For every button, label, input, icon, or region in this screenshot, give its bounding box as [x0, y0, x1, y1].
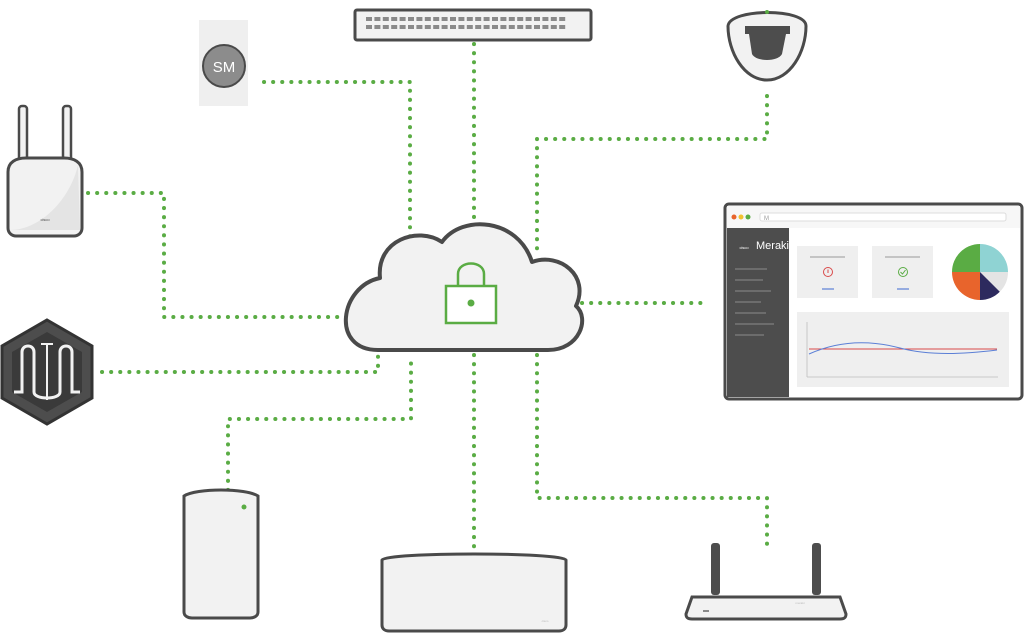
switch-port	[416, 17, 423, 21]
door-sensor-icon	[182, 488, 260, 620]
switch-port	[534, 25, 540, 29]
ok-card	[872, 246, 933, 298]
switch-port	[450, 17, 456, 21]
environmental-sensor-icon	[0, 318, 94, 426]
dashboard-url-bar	[759, 212, 1007, 222]
switch-port	[416, 25, 423, 29]
cellular-gateway-icon: cisco	[6, 104, 84, 238]
security-camera-icon	[726, 10, 808, 82]
systems-manager-icon: SM	[199, 20, 248, 106]
switch-port	[408, 17, 414, 21]
switch-port	[424, 25, 431, 29]
switch-port	[374, 25, 381, 29]
switch-port	[508, 25, 515, 29]
link-gateway	[86, 191, 350, 319]
switch-port	[492, 25, 498, 29]
switch-port	[433, 17, 440, 21]
switch-port	[475, 25, 482, 29]
switch-port	[408, 25, 414, 29]
switch-port	[483, 17, 490, 21]
switch-port	[441, 17, 448, 21]
switch-port	[374, 17, 381, 21]
link-sm	[262, 80, 412, 242]
switch-port	[483, 25, 490, 29]
router-brand-text: meraki	[795, 601, 804, 605]
switch-port	[366, 17, 372, 21]
link-camera	[535, 94, 769, 252]
switch-port	[382, 17, 389, 21]
switch-port	[559, 25, 566, 29]
switch-port	[433, 25, 440, 29]
switch-port	[391, 25, 398, 29]
switch-port	[492, 17, 498, 21]
switch-port	[500, 17, 507, 21]
check-icon	[898, 267, 908, 277]
switch-port	[517, 17, 524, 21]
switch-port	[458, 25, 465, 29]
switch-port	[458, 17, 465, 21]
switch-port	[466, 25, 473, 29]
lock-icon	[444, 262, 498, 325]
dashboard-url-text: M	[764, 216, 769, 222]
switch-port	[500, 25, 507, 29]
switch-port	[508, 17, 515, 21]
switch-port	[534, 17, 540, 21]
router-icon: meraki	[684, 543, 848, 621]
dashboard-brand-text: cisco	[739, 245, 749, 250]
switch-port	[559, 17, 566, 21]
dashboard-app-name: Meraki	[756, 240, 789, 252]
switch-port	[466, 17, 473, 21]
alert-icon	[823, 267, 833, 277]
gateway-brand-text: cisco	[40, 217, 50, 222]
switch-port	[382, 25, 389, 29]
dashboard-window: M cisco Meraki	[723, 202, 1024, 401]
switch-port	[450, 25, 456, 29]
connection-links	[86, 42, 769, 554]
switch-port	[475, 17, 482, 21]
switch-port	[550, 17, 557, 21]
switch-port	[550, 25, 557, 29]
trend-line-blue	[808, 342, 998, 355]
pie-chart	[952, 244, 1008, 300]
switch-port	[441, 25, 448, 29]
switch-port	[399, 25, 406, 29]
network-switch-icon	[353, 8, 593, 42]
switch-port	[525, 17, 532, 21]
switch-port	[399, 17, 406, 21]
switch-port	[391, 17, 398, 21]
sm-label: SM	[213, 59, 236, 76]
access-point-icon: cisco	[380, 552, 568, 633]
switch-port	[525, 25, 532, 29]
switch-port	[517, 25, 524, 29]
switch-port	[366, 25, 372, 29]
switch-port	[542, 17, 549, 21]
switch-port	[542, 25, 549, 29]
switch-port	[424, 17, 431, 21]
link-sensor	[226, 353, 413, 492]
link-router	[535, 353, 769, 554]
ap-brand-text: cisco	[542, 619, 549, 623]
link-hex-sensor	[100, 348, 380, 374]
cloud-icon	[343, 222, 585, 352]
